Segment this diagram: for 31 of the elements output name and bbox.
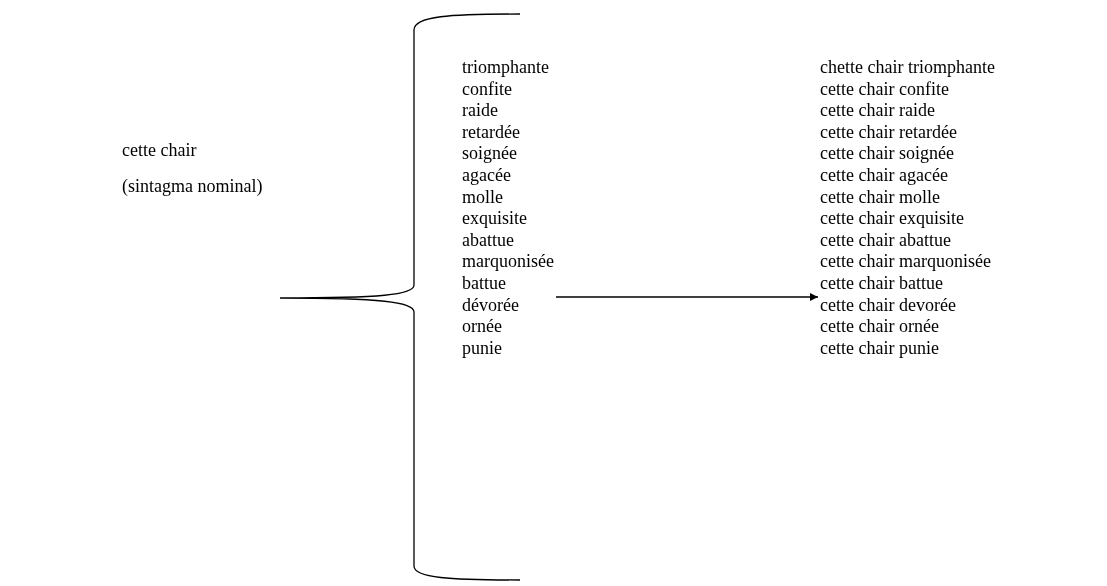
phrase-note: (sintagma nominal) <box>122 175 263 198</box>
arrow <box>555 293 819 301</box>
adjective: agacée <box>462 164 511 187</box>
noun-phrase-combination: cette chair devorée <box>820 294 956 317</box>
noun-phrase-combination: cette chair punie <box>820 337 939 360</box>
adjective: retardée <box>462 121 520 144</box>
noun-phrase: cette chair <box>122 139 197 162</box>
adjective: dévorée <box>462 294 519 317</box>
noun-phrase-combination: chette chair triomphante <box>820 57 995 79</box>
noun-phrase-combination: cette chair agacée <box>820 164 948 187</box>
noun-phrase-combination: cette chair marquonisée <box>820 251 991 273</box>
noun-phrase-combination: cette chair molle <box>820 186 940 209</box>
noun-phrase-combination: cette chair soignée <box>820 143 954 165</box>
noun-phrase-combination: cette chair abattue <box>820 229 951 252</box>
noun-phrase-combination: cette chair battue <box>820 272 943 295</box>
adjective: abattue <box>462 229 514 252</box>
adjective: exquisite <box>462 208 527 230</box>
noun-phrase-combination: cette chair retardée <box>820 121 957 144</box>
adjective: punie <box>462 337 502 360</box>
noun-phrase-combination: cette chair raide <box>820 100 935 122</box>
adjective: ornée <box>462 316 502 338</box>
adjective: raide <box>462 100 498 122</box>
adjective: triomphante <box>462 57 549 79</box>
adjective: marquonisée <box>462 251 554 273</box>
noun-phrase-combination: cette chair ornée <box>820 316 939 338</box>
noun-phrase-combination: cette chair confite <box>820 78 949 101</box>
adjective: soignée <box>462 143 517 165</box>
adjective: molle <box>462 186 503 209</box>
adjective: battue <box>462 272 506 295</box>
adjective: confite <box>462 78 512 101</box>
noun-phrase-combination: cette chair exquisite <box>820 208 964 230</box>
